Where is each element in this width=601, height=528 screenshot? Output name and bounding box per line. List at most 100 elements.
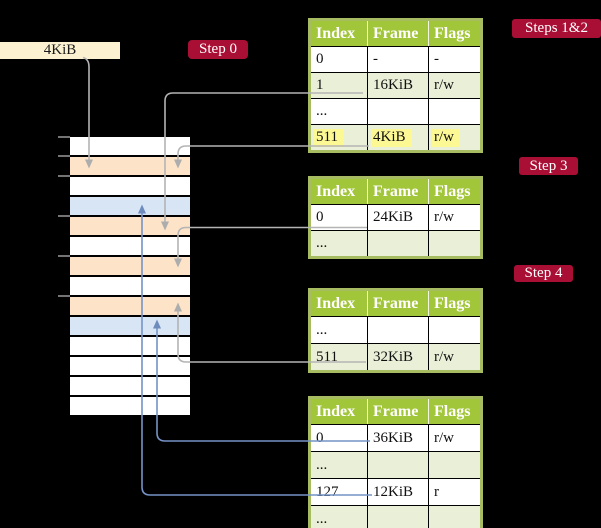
memory-frame-row bbox=[70, 277, 190, 295]
table-cell: ... bbox=[311, 231, 367, 256]
column-header: Index bbox=[316, 294, 356, 312]
table-cell: 24KiB bbox=[367, 205, 428, 230]
cell-text: 24KiB bbox=[373, 209, 414, 225]
cell-text: r/w bbox=[434, 429, 454, 446]
table-cell bbox=[428, 506, 480, 528]
table-row: ... bbox=[311, 98, 480, 124]
cell-text: - bbox=[434, 51, 439, 67]
memory-frame-row bbox=[70, 337, 190, 355]
column-header: Frame bbox=[367, 291, 428, 316]
table-row: ... bbox=[311, 316, 480, 343]
column-header: Index bbox=[316, 24, 356, 42]
memory-frame-row bbox=[70, 357, 190, 375]
table-cell: r/w bbox=[428, 344, 480, 370]
step-3-label: Step 3 bbox=[519, 157, 578, 175]
table-row: 1 16KiB r/w bbox=[311, 72, 480, 98]
memory-strip bbox=[70, 137, 190, 415]
table-cell bbox=[367, 452, 428, 478]
table-row: 0 - - bbox=[311, 46, 480, 72]
table-cell: 511 bbox=[311, 125, 367, 150]
table-cell bbox=[367, 231, 428, 256]
column-header: Flags bbox=[428, 399, 480, 424]
cell-text: 0 bbox=[316, 51, 324, 67]
cell-text: r bbox=[434, 483, 439, 500]
cell-text: 0 bbox=[316, 209, 324, 225]
table-cell: 1 bbox=[311, 73, 367, 98]
table-row: ... bbox=[311, 230, 480, 256]
table-cell bbox=[428, 99, 480, 124]
cell-text: ... bbox=[316, 321, 328, 338]
memory-frame-row bbox=[70, 157, 190, 175]
table-row: 511 32KiB r/w bbox=[311, 343, 480, 370]
step-4-label: Step 4 bbox=[514, 265, 573, 282]
table-row: 127 12KiB r bbox=[311, 478, 480, 505]
cell-text: r/w bbox=[434, 209, 454, 225]
cell-text: 32KiB bbox=[373, 348, 414, 365]
table-cell: 0 bbox=[311, 47, 367, 72]
steps-1-2-label: Steps 1&2 bbox=[512, 19, 601, 38]
cell-text: 16KiB bbox=[373, 77, 414, 93]
table-cell: 16KiB bbox=[367, 73, 428, 98]
cell-text: - bbox=[373, 51, 378, 67]
table-cell: 36KiB bbox=[367, 425, 428, 451]
table-cell: 0 bbox=[311, 425, 367, 451]
table-cell bbox=[367, 506, 428, 528]
table-cell bbox=[367, 99, 428, 124]
memory-strip-ticks bbox=[58, 136, 70, 297]
table-cell: 127 bbox=[311, 479, 367, 505]
table-cell: 511 bbox=[311, 344, 367, 370]
column-header: Flags bbox=[428, 291, 480, 316]
column-header: Frame bbox=[367, 399, 428, 424]
table-cell: r/w bbox=[428, 205, 480, 230]
table-cell: ... bbox=[311, 506, 367, 528]
column-header: Flags bbox=[428, 179, 480, 204]
cell-text: 12KiB bbox=[373, 483, 414, 500]
table-row: 0 36KiB r/w bbox=[311, 424, 480, 451]
table-cell: - bbox=[367, 47, 428, 72]
table-row: ... bbox=[311, 451, 480, 478]
cell-text: 1 bbox=[316, 77, 324, 93]
memory-frame-row bbox=[70, 197, 190, 215]
memory-frame-row bbox=[70, 217, 190, 235]
table-cell: ... bbox=[311, 452, 367, 478]
column-header: Frame bbox=[367, 179, 428, 204]
memory-frame-row bbox=[70, 137, 190, 155]
cell-text: r/w bbox=[434, 348, 454, 365]
table-cell: r bbox=[428, 479, 480, 505]
column-header: Frame bbox=[367, 21, 428, 46]
table-cell: 0 bbox=[311, 205, 367, 230]
table-cell: ... bbox=[311, 99, 367, 124]
memory-frame-row bbox=[70, 257, 190, 275]
table-cell bbox=[428, 452, 480, 478]
column-header: Index bbox=[316, 402, 356, 420]
cell-text: ... bbox=[316, 456, 328, 473]
cell-text: 36KiB bbox=[373, 429, 414, 446]
page-size-box: 4KiB bbox=[0, 42, 120, 59]
table-cell: 12KiB bbox=[367, 479, 428, 505]
table-cell bbox=[428, 231, 480, 256]
highlighted-cell-text: 4KiB bbox=[371, 128, 412, 147]
table-cell: 4KiB bbox=[367, 125, 428, 150]
table-row: ... bbox=[311, 505, 480, 528]
table-cell: ... bbox=[311, 317, 367, 343]
cell-text: 0 bbox=[316, 429, 324, 446]
table-cell bbox=[428, 317, 480, 343]
column-header: Flags bbox=[428, 21, 480, 46]
table-cell bbox=[367, 317, 428, 343]
memory-frame-row bbox=[70, 317, 190, 335]
table-cell: 32KiB bbox=[367, 344, 428, 370]
cell-text: ... bbox=[316, 103, 328, 119]
page-size-label: 4KiB bbox=[43, 42, 77, 58]
table-cell: r/w bbox=[428, 73, 480, 98]
memory-frame-row bbox=[70, 237, 190, 255]
cell-text: 511 bbox=[316, 348, 338, 365]
cell-text: ... bbox=[316, 510, 328, 527]
